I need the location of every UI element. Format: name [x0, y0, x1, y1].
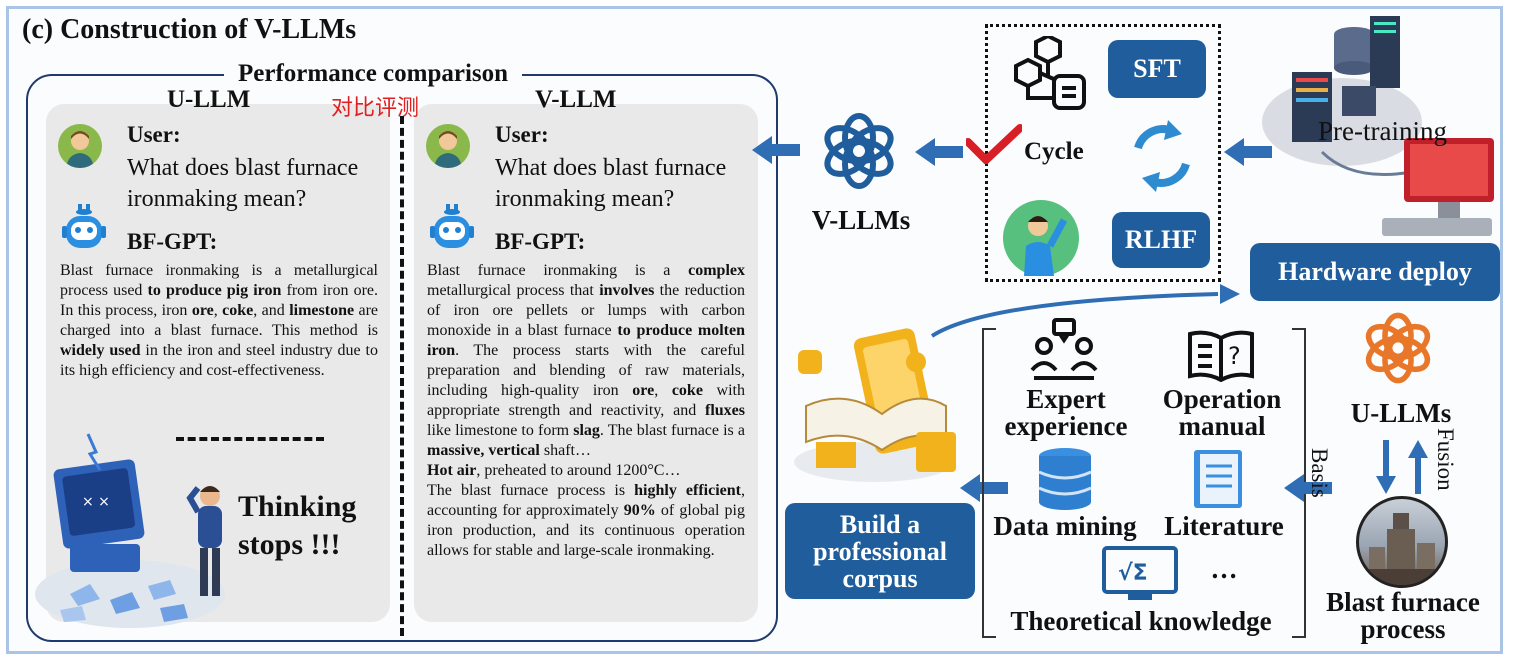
svg-text:√Σ: √Σ: [1118, 561, 1148, 586]
operation-manual-label: Operation manual: [1162, 384, 1282, 441]
bot-label: BF-GPT:: [495, 229, 586, 254]
blast-furnace-process-label: Blast furnace process: [1326, 587, 1480, 644]
u-llm-header: U-LLM: [167, 86, 251, 113]
theoretical-knowledge-label: Theoretical knowledge: [1010, 606, 1272, 636]
u-llms-label: U-LLMs: [1350, 398, 1452, 428]
expert-experience-label: Expert experience: [1004, 384, 1128, 441]
happy-user-icon: [1002, 198, 1080, 283]
server-hardware-illustration: [1262, 12, 1502, 247]
performance-title: Performance comparison: [224, 60, 523, 88]
user-question: What does blast furnace ironmaking mean?: [495, 155, 727, 212]
basis-label: Basis: [1307, 448, 1332, 498]
v-llm-panel: [414, 104, 758, 622]
fine-tuning-box: [985, 24, 1221, 282]
svg-text:?: ?: [1228, 342, 1241, 370]
v-llm-logo-icon: [816, 108, 902, 199]
user-question: What does blast furnace ironmaking mean?: [127, 155, 359, 212]
comparison-divider: [400, 116, 404, 636]
u-llm-logo-icon: [1358, 308, 1438, 393]
thinking-stops-text: Thinking stops !!!: [238, 490, 357, 561]
arrow-to-build-corpus: [960, 474, 1008, 507]
answer-cut-dashes: [176, 437, 324, 441]
manual-book-icon: ?: [1186, 330, 1256, 387]
v-llms-label: V-LLMs: [811, 205, 911, 235]
arrow-to-comparison: [752, 136, 800, 169]
data-mining-label: Data mining: [993, 511, 1137, 541]
fusion-label: Fusion: [1433, 428, 1458, 491]
corpus-book-illustration: [786, 322, 962, 491]
user-avatar-icon: [58, 124, 102, 168]
basis-arrow-down: [1376, 440, 1396, 499]
crashed-computer-illustration: × ×: [30, 424, 240, 639]
u-llm-answer: Blast furnace ironmaking is a metallurgi…: [60, 262, 379, 379]
user-label: User:: [127, 122, 181, 147]
curved-arrow-to-hardware: [928, 280, 1244, 345]
bot-label: BF-GPT:: [127, 229, 218, 254]
literature-label: Literature: [1164, 511, 1284, 541]
robot-icon: [62, 204, 106, 257]
cycle-label: Cycle: [1024, 138, 1084, 165]
build-corpus-box: Build a professional corpus: [785, 503, 975, 599]
cycle-arrows-icon: [1124, 118, 1200, 199]
hardware-deploy-box: Hardware deploy: [1250, 243, 1500, 301]
arrow-to-sources: [1284, 474, 1332, 507]
confused-person-illustration: [176, 478, 236, 609]
robot-icon: [430, 204, 474, 257]
database-icon: [1036, 446, 1094, 517]
blast-furnace-photo: [1356, 496, 1448, 588]
more-sources-ellipsis: …: [1210, 554, 1238, 584]
v-llm-header: V-LLM: [535, 86, 617, 113]
literature-book-icon: [1190, 446, 1248, 517]
v-llm-answer: Blast furnace ironmaking is a complex me…: [427, 262, 746, 559]
pre-training-label: Pre-training: [1318, 116, 1447, 146]
svg-text:× ×: × ×: [82, 494, 110, 510]
sources-left-bracket: [982, 328, 996, 638]
arrow-to-fine-tuning: [1224, 138, 1272, 171]
formula-monitor-icon: √Σ: [1102, 546, 1178, 607]
comparison-chinese-label: 对比评测: [331, 96, 420, 121]
expert-discussion-icon: [1030, 318, 1098, 387]
workflow-icon: [1006, 33, 1092, 117]
sft-box: SFT: [1108, 40, 1206, 98]
check-icon: [964, 124, 1024, 169]
fusion-arrow-up: [1408, 440, 1428, 499]
rlhf-box: RLHF: [1112, 212, 1210, 268]
arrow-to-v-llms: [915, 138, 963, 171]
user-label: User:: [495, 122, 549, 147]
figure-title: (c) Construction of V-LLMs: [22, 14, 357, 45]
user-avatar-icon: [426, 124, 470, 168]
